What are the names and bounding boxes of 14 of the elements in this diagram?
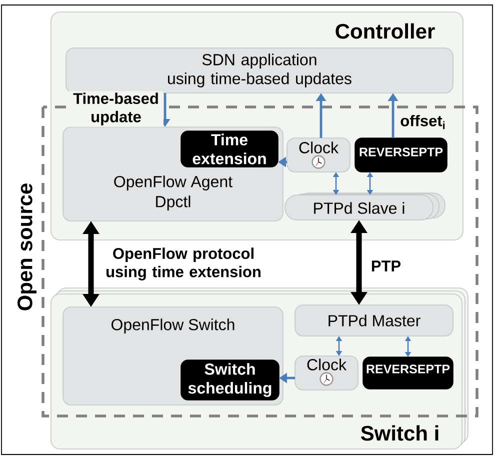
group-label: Open source: [18, 184, 37, 310]
process-box: Switch scheduling: [180, 360, 280, 400]
process-box: Clock: [286, 138, 350, 172]
process-box: REVERSEPTP: [354, 138, 448, 172]
process-box: Time extension: [180, 130, 278, 168]
edge-label: OpenFlow protocol using time extension: [100, 246, 268, 282]
edge-label: PTP: [369, 259, 403, 273]
edge-label: offset$_{i}$: [398, 113, 448, 131]
edge-label: Time-based update: [68, 91, 164, 127]
stacked-box: PTPd Slave i: [284, 192, 446, 220]
process-box: Clock: [294, 356, 358, 390]
process-box: PTPd Master: [294, 304, 454, 336]
process-box: SDN application using time-based updates: [66, 48, 454, 94]
process-box: REVERSEPTP: [362, 356, 454, 390]
